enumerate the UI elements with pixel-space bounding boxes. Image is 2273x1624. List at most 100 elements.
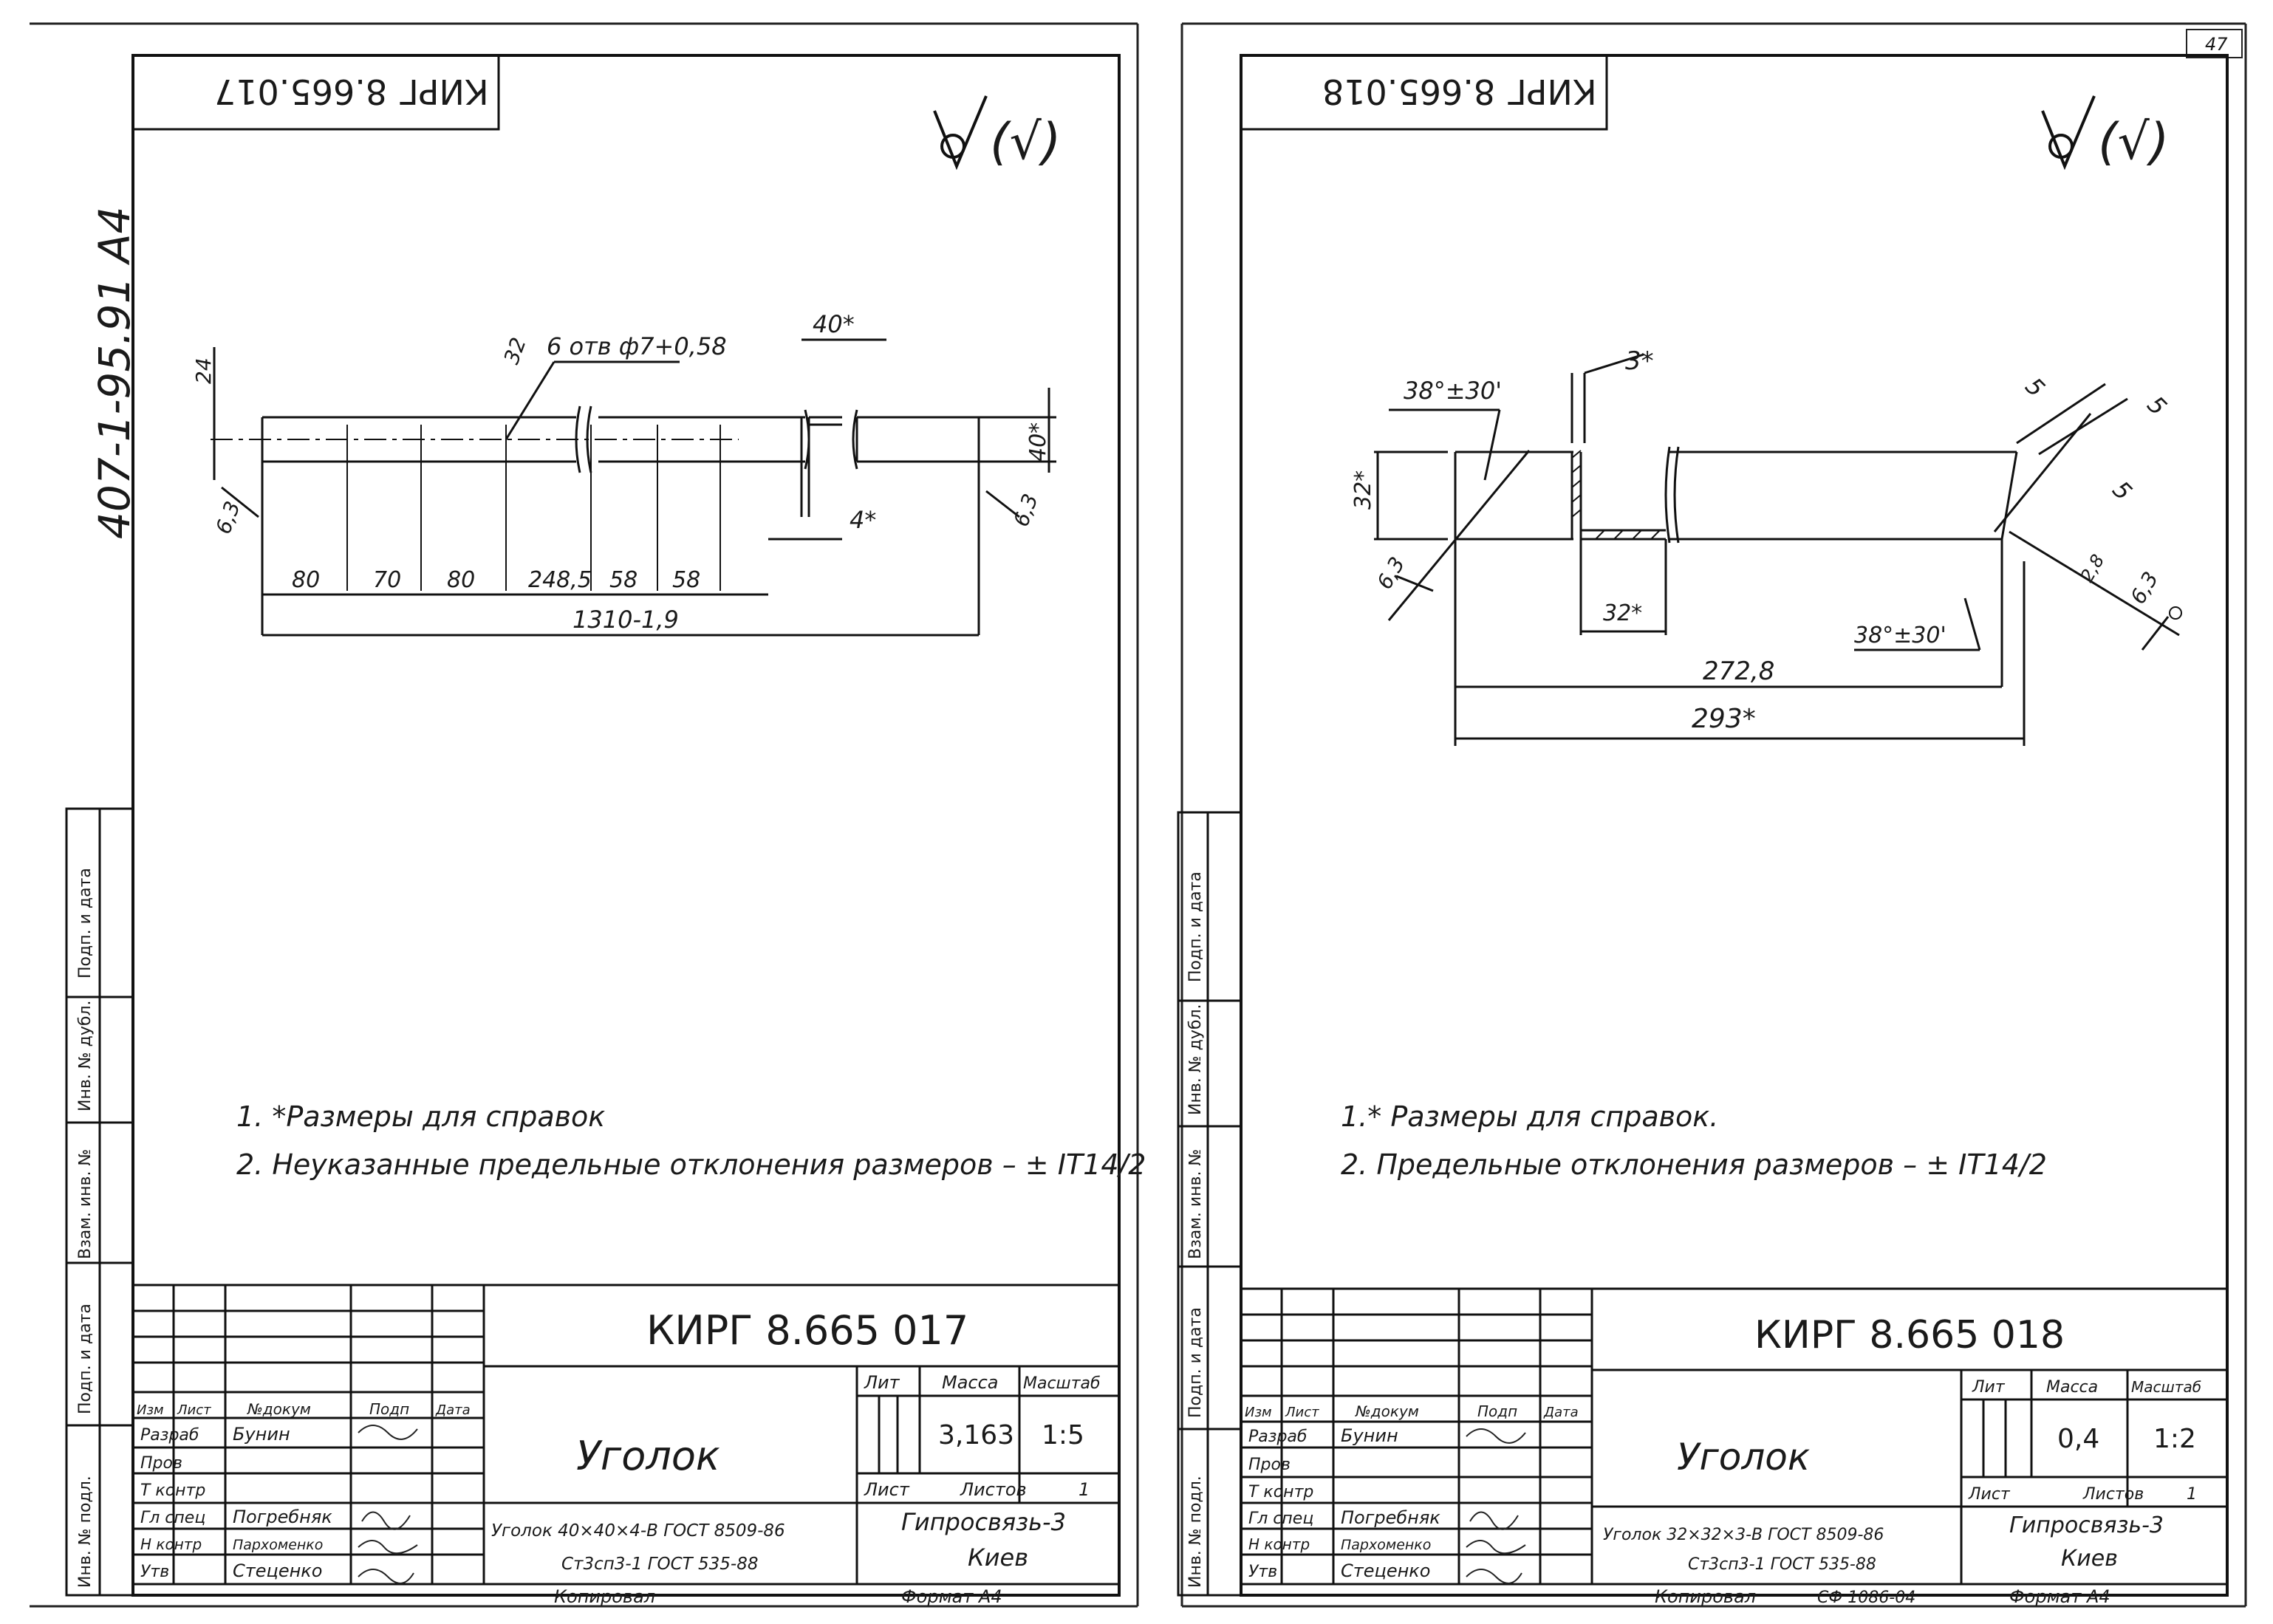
col-mass: Масса [942,1372,999,1393]
dim-thickness: 4* [850,506,876,534]
sheets-value: 1 [1079,1479,1090,1500]
copied-code: СФ 1086-04 [1817,1589,1915,1607]
hole-note: 6 отв ф7+0,58 [547,332,727,360]
role-4: Гл спец [140,1509,205,1527]
part-name: Уголок [1677,1436,1810,1479]
spacing-2: 70 [373,567,401,593]
cross-section-hatch [1571,450,1661,540]
col-lit: Лит [1972,1378,2006,1397]
role-1: Разраб [1248,1428,1307,1446]
strip-label-5: Инв. № подл. [1186,1476,1205,1588]
part-name: Уголок [576,1433,720,1479]
title-block-grid [131,1284,1121,1586]
strip-label-3: Инв. № дубл. [1186,1004,1205,1115]
angle-top: 38°±30' [1404,377,1502,405]
strip-label-4: Подп. и дата [1186,1307,1205,1418]
role-4: Гл спец [1248,1510,1313,1528]
dim-thickness: 3* [1625,346,1654,376]
person-1: Бунин [1341,1425,1398,1446]
role-3: Т контр [140,1481,205,1500]
material-line-1: Уголок 32×32×3-В ГОСТ 8509-86 [1603,1526,1884,1544]
org-line-2: Киев [968,1544,1028,1572]
angle-bottom: 38°±30' [1854,623,1946,648]
sheets-label: Листов [2082,1485,2144,1504]
hdr-sign: Подп [1477,1402,1517,1420]
roughness-dot [2169,606,2182,620]
roughness-symbol: (√) [2041,95,2169,171]
total-length: 1310-1,9 [572,606,679,634]
hdr-sign: Подп [369,1400,409,1418]
person-6: Стеценко [1341,1560,1430,1581]
note-2: 2. Неуказанные предельные отклонения раз… [236,1148,1146,1181]
roughness-note: (√) [2098,113,2169,171]
dim-flange: 32* [1603,600,1642,626]
col-lit: Лит [864,1372,900,1393]
hdr-list: Лист [1285,1405,1319,1420]
strip-label-3: Инв. № дубл. [76,1000,95,1111]
copied-label: Копировал [554,1586,655,1607]
role-2: Пров [140,1454,182,1473]
len-total: 293* [1692,704,1756,734]
material-line-2: Ст3сп3-1 ГОСТ 535-88 [561,1555,758,1574]
org-line-1: Гипросвязь-3 [901,1508,1066,1536]
designation: КИРГ 8.665 018 [1754,1313,2065,1357]
role-6: Утв [1248,1563,1277,1581]
side-strip [65,807,134,1597]
side-strip [1177,811,1243,1597]
mass-value: 3,163 [938,1420,1014,1450]
material-line-2: Ст3сп3-1 ГОСТ 535-88 [1688,1555,1876,1574]
col-scale: Масштаб [2131,1378,2201,1396]
role-1: Разраб [140,1426,199,1445]
role-5: Н контр [140,1535,202,1553]
spacing-6: 58 [672,567,700,593]
margin-note: 407-1-95.91 A4 [89,206,140,539]
sheet-017: КИРГ 8.665.017 (√) [65,54,1146,1607]
person-4: Погребняк [1341,1507,1440,1528]
hdr-izm: Изм [137,1402,164,1418]
scale-value: 1:5 [1042,1420,1084,1450]
len-inner: 272,8 [1703,657,1774,686]
top-stamp: КИРГ 8.665.017 [214,72,489,112]
col-mass: Масса [2046,1378,2098,1397]
dim-profile-width: 40* [813,310,855,338]
top-stamp-box [131,54,500,131]
person-1: Бунин [233,1424,290,1445]
sheet-label: Лист [864,1479,910,1500]
role-5: Н контр [1248,1535,1310,1553]
format-label: Формат А4 [2009,1586,2110,1607]
copied-label: Копировал [1655,1586,1756,1607]
role-2: Пров [1248,1456,1291,1474]
person-4: Погребняк [233,1507,332,1527]
page-borders [30,22,2247,1608]
scale-value: 1:2 [2153,1424,2196,1454]
org-line-2: Киев [2061,1546,2118,1572]
designation: КИРГ 8.665 017 [646,1307,968,1354]
spacing-3: 80 [447,567,475,593]
dim-profile-height: 40* [1025,422,1051,462]
org-line-1: Гипросвязь-3 [2009,1512,2164,1538]
page-number-box: 47 [2186,29,2243,58]
hdr-date: Дата [1543,1405,1579,1420]
note-1: 1. *Размеры для справок [236,1100,605,1133]
strip-label-2: Взам. инв. № [1186,1149,1205,1259]
roughness-note: (√) [990,113,1061,171]
spacing-1: 80 [292,567,320,593]
hdr-doc: №докум [1355,1402,1419,1420]
roughness-symbol: (√) [933,95,1061,171]
strip-label-1: Подп. и дата [1186,871,1205,982]
spacing-4: 248,5 [528,567,592,593]
material-line-1: Уголок 40×40×4-В ГОСТ 8509-86 [491,1521,785,1541]
sheets-label: Листов [960,1479,1027,1500]
role-3: Т контр [1248,1483,1313,1501]
mass-value: 0,4 [2057,1424,2099,1454]
angle-profile-view [211,338,1056,637]
col-scale: Масштаб [1023,1374,1101,1393]
hdr-list: Лист [177,1402,211,1418]
angle-profile-view [1374,353,2180,746]
strip-label-4: Подп. и дата [76,1303,95,1414]
signatures [1466,1428,1526,1584]
role-6: Утв [140,1563,169,1581]
spacing-5: 58 [609,567,638,593]
title-block-grid [1240,1287,2229,1586]
